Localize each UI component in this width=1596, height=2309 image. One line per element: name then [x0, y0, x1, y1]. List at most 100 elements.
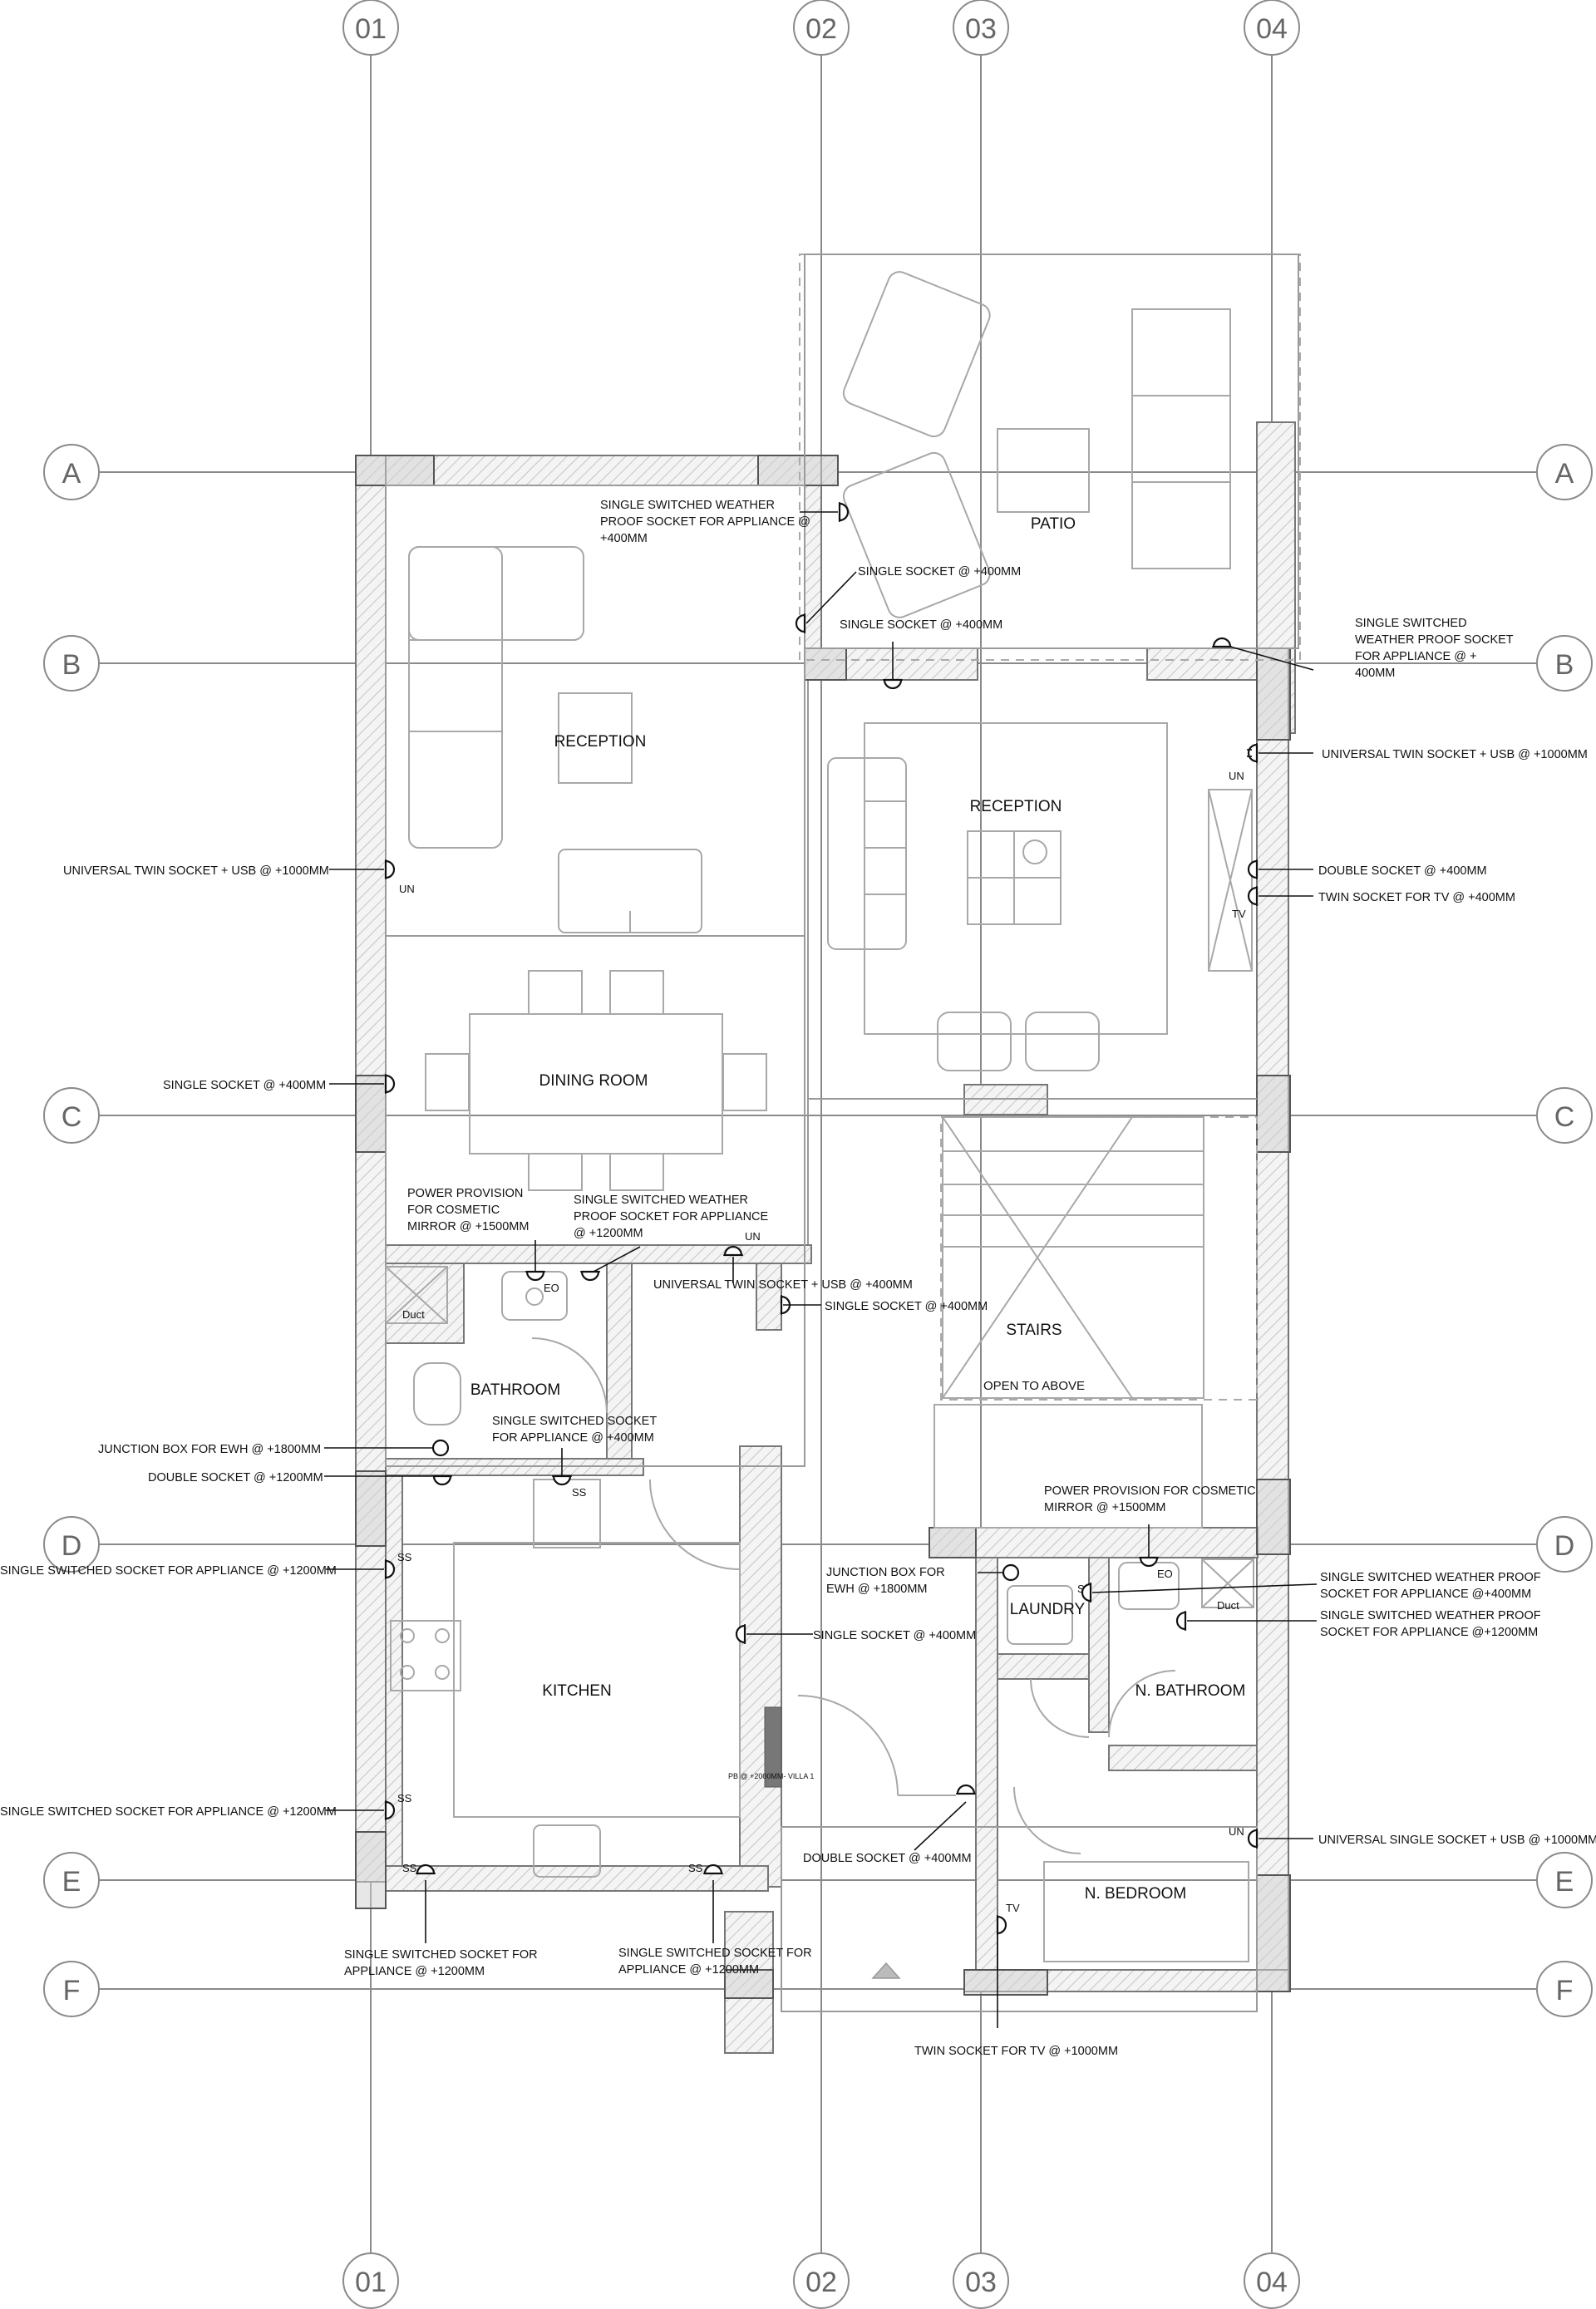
ss-tag: SS	[397, 1792, 412, 1804]
socket-icon	[1247, 743, 1259, 763]
grid-col-04-bottom: 04	[1256, 2267, 1288, 2298]
eo-tag: EO	[1157, 1568, 1173, 1580]
socket-icon	[580, 1270, 600, 1282]
note-junction-ewh-2: JUNCTION BOX FOR EWH @ +1800MM	[826, 1566, 948, 1596]
grid-row-e-left: E	[62, 1866, 81, 1898]
note-universal-single: UNIVERSAL SINGLE SOCKET + USB @ +1000MM	[1318, 1834, 1596, 1847]
un-tag: UN	[1229, 1825, 1244, 1838]
note-universal-twin-400: UNIVERSAL TWIN SOCKET + USB @ +400MM	[653, 1278, 913, 1292]
note-ss-appliance-bottom-1: SINGLE SWITCHED SOCKET FOR APPLIANCE @ +…	[344, 1948, 541, 1978]
note-universal-twin-right: UNIVERSAL TWIN SOCKET + USB @ +1000MM	[1322, 748, 1588, 761]
ss-tag: SS	[688, 1862, 703, 1874]
un-tag: UN	[1229, 770, 1244, 782]
small-tags: Duct Duct EO EO UN UN UN UN TV TV SS SS …	[397, 770, 1246, 1914]
annotations: SINGLE SWITCHED WEATHER PROOF SOCKET FOR…	[0, 499, 1596, 2058]
grid-row-d-right: D	[1554, 1530, 1575, 1562]
note-twin-socket-tv: TWIN SOCKET FOR TV @ +400MM	[1318, 891, 1515, 904]
furniture	[385, 271, 1258, 1979]
socket-icon	[384, 1559, 396, 1579]
outlines	[385, 254, 1301, 2012]
grid-lines	[100, 55, 1536, 2257]
grid-row-a-right: A	[1555, 458, 1574, 490]
room-patio: PATIO	[1031, 515, 1076, 533]
note-ss-appliance-bottom-2: SINGLE SWITCHED SOCKET FOR APPLIANCE @ +…	[618, 1947, 815, 1977]
note-universal-twin-left: UNIVERSAL TWIN SOCKET + USB @ +1000MM	[63, 864, 329, 878]
note-double-socket-1200: DOUBLE SOCKET @ +1200MM	[148, 1471, 323, 1484]
note-power-cosmetic-2: POWER PROVISION FOR COSMETIC MIRROR @ +1…	[1044, 1484, 1259, 1514]
note-ss-appliance-400: SINGLE SWITCHED SOCKET FOR APPLIANCE @ +…	[492, 1415, 660, 1445]
pb-panel	[764, 1706, 782, 1788]
socket-icon	[795, 613, 806, 633]
socket-icon	[384, 1800, 396, 1820]
note-junction-ewh: JUNCTION BOX FOR EWH @ +1800MM	[98, 1443, 321, 1456]
ss-tag: SS	[572, 1486, 587, 1499]
note-single-socket: SINGLE SOCKET @ +400MM	[840, 618, 1002, 632]
socket-icon	[525, 1270, 545, 1282]
note-weather-proof-1200-right: SINGLE SWITCHED WEATHER PROOF SOCKET FOR…	[1320, 1609, 1544, 1639]
socket-icon	[735, 1624, 746, 1644]
tv-tag: TV	[1232, 908, 1246, 920]
grid-bubbles: 01 02 03 04 01 02 03 04 A B C D E F A B …	[43, 0, 1593, 2309]
socket-icon	[384, 859, 396, 879]
room-reception-right: RECEPTION	[970, 798, 1062, 815]
note-weather-proof-right: SINGLE SWITCHED WEATHER PROOF SOCKET FOR…	[1355, 617, 1516, 680]
note-weather-proof-1200: SINGLE SWITCHED WEATHER PROOF SOCKET FOR…	[574, 1194, 771, 1240]
grid-row-e-right: E	[1555, 1866, 1574, 1898]
grid-row-f-left: F	[63, 1975, 81, 2006]
socket-icon	[1247, 886, 1259, 906]
leader-lines	[324, 511, 1318, 2028]
note-double-socket: DOUBLE SOCKET @ +400MM	[1318, 864, 1487, 878]
socket-icon	[1247, 1829, 1259, 1849]
duct-label: Duct	[402, 1308, 425, 1321]
note-single-socket-kitchen: SINGLE SOCKET @ +400MM	[813, 1629, 976, 1642]
eo-tag: EO	[544, 1282, 559, 1294]
grid-col-02-top: 02	[805, 13, 837, 45]
socket-icon	[956, 1784, 976, 1795]
note-power-cosmetic: POWER PROVISION FOR COSMETIC MIRROR @ +1…	[407, 1187, 529, 1233]
room-n-bedroom: N. BEDROOM	[1085, 1885, 1186, 1903]
socket-icon	[1081, 1583, 1092, 1603]
room-open-to-above: OPEN TO ABOVE	[983, 1379, 1085, 1393]
grid-row-f-right: F	[1556, 1975, 1574, 2006]
room-laundry: LAUNDRY	[1010, 1601, 1086, 1618]
note-single-socket: SINGLE SOCKET @ +400MM	[858, 565, 1021, 578]
socket-icon	[1175, 1611, 1187, 1631]
grid-col-01-bottom: 01	[355, 2267, 387, 2298]
socket-icon	[1002, 1563, 1020, 1582]
grid-col-01-top: 01	[355, 13, 387, 45]
grid-col-03-top: 03	[965, 13, 997, 45]
socket-symbols	[384, 502, 1259, 1935]
note-single-socket-dining: SINGLE SOCKET @ +400MM	[163, 1079, 326, 1092]
socket-icon	[996, 1915, 1007, 1935]
ss-tag: SS	[397, 1551, 412, 1563]
socket-icon	[432, 1475, 452, 1486]
entry-arrow-icon	[871, 1962, 901, 1979]
grid-row-b-left: B	[62, 649, 81, 681]
socket-icon	[883, 678, 903, 690]
socket-icon	[416, 1863, 436, 1875]
grid-row-d-left: D	[62, 1530, 82, 1562]
grid-col-04-top: 04	[1256, 13, 1288, 45]
ss-tag: SS	[402, 1862, 417, 1874]
socket-icon	[552, 1475, 572, 1486]
grid-col-03-bottom: 03	[965, 2267, 997, 2298]
socket-icon	[723, 1245, 743, 1257]
room-kitchen: KITCHEN	[542, 1682, 611, 1700]
room-reception-left: RECEPTION	[554, 733, 647, 751]
walls	[355, 421, 1296, 2054]
pb-label: PB @ +2000MM- VILLA 1	[728, 1772, 814, 1780]
grid-col-02-bottom: 02	[805, 2267, 837, 2298]
socket-icon	[1139, 1556, 1159, 1568]
socket-icon	[1212, 637, 1232, 648]
room-bathroom: BATHROOM	[470, 1381, 560, 1399]
room-dining: DINING ROOM	[539, 1072, 648, 1090]
room-labels: PATIO RECEPTION RECEPTION DINING ROOM BA…	[470, 515, 1246, 1903]
note-double-socket-400-b: DOUBLE SOCKET @ +400MM	[803, 1852, 972, 1865]
socket-icon	[703, 1863, 723, 1875]
grid-row-a-left: A	[62, 458, 81, 490]
note-weather-proof-400-right: SINGLE SWITCHED WEATHER PROOF SOCKET FOR…	[1320, 1571, 1544, 1601]
note-weather-proof-patio: SINGLE SWITCHED WEATHER PROOF SOCKET FOR…	[600, 499, 814, 545]
socket-icon	[1247, 859, 1259, 879]
tv-tag: TV	[1006, 1902, 1020, 1914]
